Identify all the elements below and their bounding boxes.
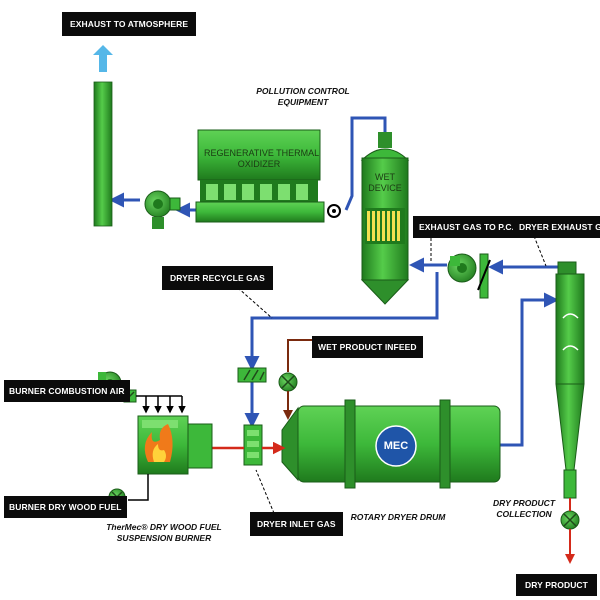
label-wet-device-line2: DEVICE — [368, 183, 402, 193]
label-pollution-control-equipment: POLLUTION CONTROL EQUIPMENT — [256, 86, 350, 107]
exhaust-up-arrow — [93, 45, 113, 72]
label-burner-dry-wood-fuel: BURNER DRY WOOD FUEL — [4, 496, 127, 518]
label-dry-product-collection-line2: COLLECTION — [496, 509, 552, 519]
mec-logo: MEC — [383, 440, 409, 452]
wet-product-feeder — [278, 339, 314, 420]
gas-ducts — [109, 116, 564, 447]
label-rotary-dryer-drum: ROTARY DRYER DRUM — [350, 512, 446, 522]
label-rto-line1: REGENERATIVE THERMAL — [204, 148, 320, 158]
label-dry-product: DRY PRODUCT — [516, 574, 597, 596]
label-thermec-burner: TherMec® DRY WOOD FUEL SUSPENSION BURNER — [104, 522, 224, 544]
label-wet-device-line1: WET — [375, 172, 395, 182]
label-dry-product-collection: DRY PRODUCT COLLECTION — [486, 498, 562, 520]
label-exhaust-gas-to-pcd: EXHAUST GAS TO P.C.D — [413, 216, 527, 238]
exhaust-stack — [93, 45, 113, 227]
label-dry-product-collection-line1: DRY PRODUCT — [492, 498, 556, 508]
product-cyclone — [555, 261, 585, 564]
label-wet-product-infeed: WET PRODUCT INFEED — [312, 336, 423, 358]
label-dryer-recycle-gas: DRYER RECYCLE GAS — [162, 266, 273, 290]
label-dryer-inlet-gas: DRYER INLET GAS — [250, 512, 343, 536]
label-wet-device: WET DEVICE — [364, 172, 406, 194]
rotary-dryer-drum — [281, 399, 501, 489]
label-rto-line2: OXIDIZER — [237, 159, 281, 169]
suspension-burner — [128, 415, 213, 501]
label-thermec-line2: SUSPENSION BURNER — [116, 533, 212, 543]
label-thermec-line1: TherMec® DRY WOOD FUEL — [106, 522, 222, 532]
recycle-gas-duct — [244, 272, 439, 371]
recycle-damper — [237, 367, 267, 383]
wet-device-to-rto-duct — [344, 116, 387, 211]
regenerative-thermal-oxidizer — [195, 129, 341, 223]
drum-to-cyclone-duct — [500, 292, 559, 447]
label-burner-combustion-air: BURNER COMBUSTION AIR — [4, 380, 130, 402]
id-fan — [447, 253, 491, 299]
exhaust-fan — [144, 190, 181, 229]
label-dryer-exhaust-gas: DRYER EXHAUST GAS — [513, 216, 600, 238]
wet-device — [360, 132, 410, 305]
mixing-chamber — [210, 424, 286, 466]
label-rto: REGENERATIVE THERMAL OXIDIZER — [204, 148, 319, 170]
label-exhaust-to-atmosphere: EXHAUST TO ATMOSPHERE — [62, 12, 197, 36]
